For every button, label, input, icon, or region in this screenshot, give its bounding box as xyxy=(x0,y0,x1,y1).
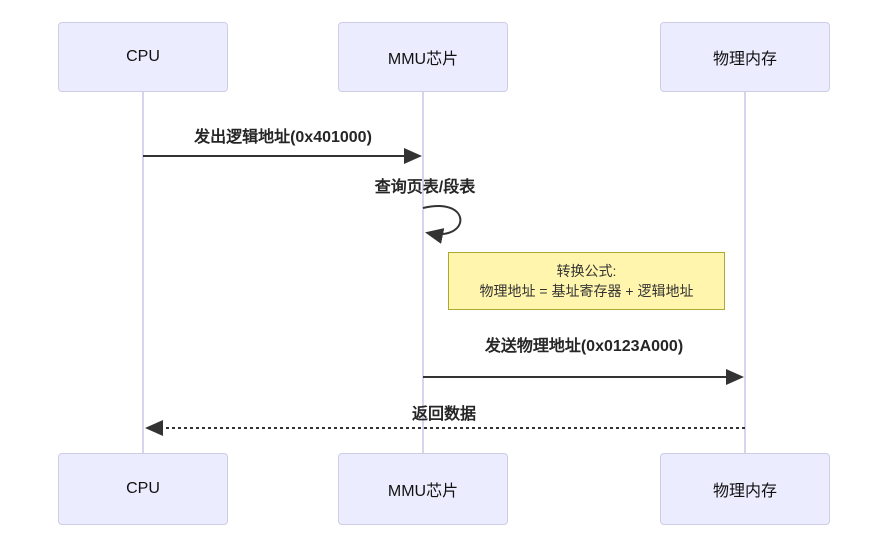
message-label-return-data: 返回数据 xyxy=(411,406,476,423)
actor-box-mem-bottom: 物理内存 xyxy=(660,453,830,525)
lifeline-mmu xyxy=(422,92,424,453)
message-label-physical-address: 发送物理地址(0x0123A000) xyxy=(484,338,684,355)
actor-label-cpu-top: CPU xyxy=(126,48,160,65)
actor-box-mmu-bottom: MMU芯片 xyxy=(338,453,508,525)
message-label-logical-address: 发出逻辑地址(0x401000) xyxy=(194,129,372,146)
actor-label-mmu-top: MMU芯片 xyxy=(387,51,459,68)
actor-box-cpu-bottom: CPU xyxy=(58,453,228,525)
actor-label-mem-bottom: 物理内存 xyxy=(712,483,777,500)
arrow-self-loop-query xyxy=(422,205,462,244)
actor-box-mmu-top: MMU芯片 xyxy=(338,22,508,92)
note-line-2: 物理地址 = 基址寄存器 + 逻辑地址 xyxy=(479,283,694,299)
lifeline-cpu xyxy=(142,92,144,453)
actor-box-cpu-top: CPU xyxy=(58,22,228,92)
note-line-1: 转换公式: xyxy=(556,263,617,279)
message-label-query-page-table: 查询页表/段表 xyxy=(374,179,476,196)
actor-label-cpu-bottom: CPU xyxy=(126,480,160,497)
actor-box-mem-top: 物理内存 xyxy=(660,22,830,92)
actor-label-mem-top: 物理内存 xyxy=(712,51,777,68)
note-conversion-formula: 转换公式: 物理地址 = 基址寄存器 + 逻辑地址 xyxy=(448,252,725,310)
actor-label-mmu-bottom: MMU芯片 xyxy=(387,483,459,500)
lifeline-mem xyxy=(744,92,746,453)
